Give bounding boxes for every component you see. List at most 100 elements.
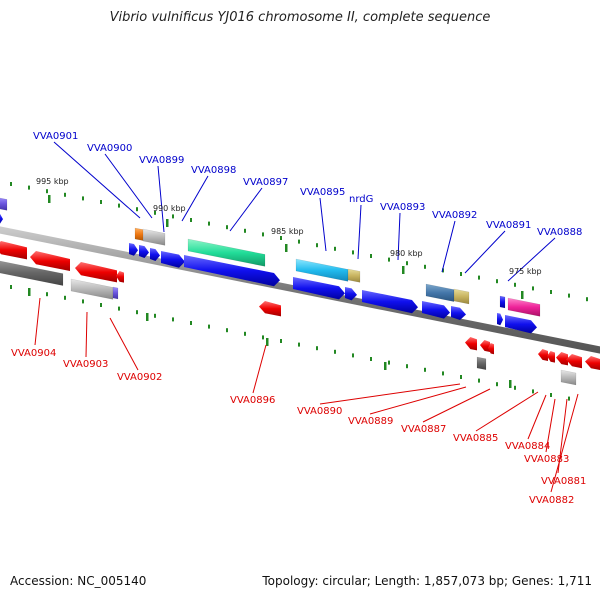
minor-tick	[496, 382, 498, 387]
callout-line	[545, 398, 556, 453]
forward-gene-label: VVA0895	[300, 187, 345, 198]
gene-forward	[150, 248, 160, 261]
gene-forward	[505, 315, 537, 334]
minor-tick	[64, 192, 66, 197]
gene-forward	[422, 301, 450, 319]
minor-tick	[154, 313, 156, 318]
minor-tick	[388, 360, 390, 365]
callout-line	[507, 237, 556, 282]
major-tick	[266, 338, 269, 346]
callout-line	[229, 187, 263, 232]
tick-label: 995 kbp	[36, 177, 69, 186]
reverse-gene-label: VVA0902	[117, 372, 162, 383]
minor-tick	[280, 236, 282, 240]
callout-line	[464, 230, 506, 274]
forward-gene-label: VVA0891	[486, 220, 531, 231]
gene-forward	[347, 268, 361, 283]
minor-tick	[28, 185, 30, 190]
minor-tick	[460, 272, 462, 276]
minor-tick-marks	[10, 182, 588, 401]
gene-forward	[425, 283, 455, 302]
minor-tick	[226, 225, 228, 230]
gene-reverse	[75, 262, 117, 283]
gene-forward	[451, 306, 466, 320]
minor-tick	[334, 349, 336, 354]
forward-gene-label: nrdG	[349, 194, 373, 205]
callout-line	[397, 212, 401, 261]
forward-gene-label: VVA0901	[33, 131, 78, 142]
gene-reverse	[566, 354, 582, 369]
forward-gene-label: VVA0897	[243, 177, 288, 188]
minor-tick	[496, 279, 498, 284]
reverse-gene-label: VVA0904	[11, 348, 56, 359]
minor-tick	[280, 339, 282, 343]
minor-tick	[316, 243, 318, 248]
gene-reverse	[547, 351, 555, 363]
map-title: Vibrio vulnificus YJ016 chromosome II, c…	[109, 10, 491, 25]
minor-tick	[100, 200, 102, 204]
minor-tick	[244, 228, 246, 233]
minor-tick	[352, 250, 354, 255]
tick-label: 975 kbp	[509, 267, 542, 276]
minor-tick	[118, 306, 120, 311]
minor-tick	[172, 317, 174, 322]
major-tick	[521, 291, 524, 299]
callout-line	[109, 317, 139, 371]
gene-forward	[499, 295, 506, 309]
minor-tick	[190, 321, 192, 325]
minor-tick	[478, 378, 480, 383]
callout-line	[357, 204, 362, 260]
gene-forward	[129, 243, 138, 256]
gene-forward	[0, 197, 8, 211]
minor-tick	[208, 324, 210, 329]
callout-line	[475, 391, 539, 432]
minor-tick	[46, 292, 48, 297]
minor-tick	[82, 196, 84, 201]
major-tick-marks	[28, 195, 524, 388]
callout-line	[181, 175, 209, 222]
gene-forward	[187, 238, 266, 267]
minor-tick	[316, 346, 318, 351]
reverse-gene-label: VVA0883	[524, 454, 569, 465]
gene-reverse	[488, 343, 494, 355]
callout-line	[527, 394, 547, 440]
accession-text: Accession: NC_005140	[10, 574, 147, 588]
minor-tick	[352, 353, 354, 358]
callout-line	[104, 153, 153, 219]
gene-reverse	[465, 337, 477, 351]
reverse-gene-label: VVA0889	[348, 416, 393, 427]
reverse-gene-label: VVA0887	[401, 424, 446, 435]
gene-forward	[161, 251, 185, 268]
gene-reverse	[0, 241, 27, 260]
minor-tick	[334, 246, 336, 251]
gene-reverse	[0, 260, 64, 286]
minor-tick	[424, 367, 426, 372]
gene-forward	[293, 277, 345, 300]
minor-tick	[136, 207, 138, 212]
callout-line	[441, 220, 456, 273]
reverse-gene-label: VVA0881	[541, 476, 586, 487]
minor-tick	[388, 257, 390, 262]
minor-tick	[370, 357, 372, 361]
tick-label: 990 kbp	[153, 204, 186, 213]
forward-gene-label: VVA0893	[380, 202, 425, 213]
callout-line	[252, 344, 267, 394]
minor-tick	[262, 232, 264, 237]
minor-tick	[550, 393, 552, 397]
gene-forward	[139, 245, 149, 258]
minor-tick	[586, 297, 588, 302]
gene-forward	[134, 227, 145, 242]
minor-tick	[64, 295, 66, 300]
major-tick	[285, 244, 288, 252]
minor-tick	[10, 285, 12, 289]
minor-tick	[82, 299, 84, 304]
gene-reverse	[560, 369, 577, 386]
minor-tick	[514, 385, 516, 390]
reverse-gene-label: VVA0882	[529, 495, 574, 506]
callout-line	[53, 141, 141, 219]
callout-line	[157, 165, 165, 233]
minor-tick	[136, 310, 138, 315]
minor-tick	[568, 293, 570, 298]
